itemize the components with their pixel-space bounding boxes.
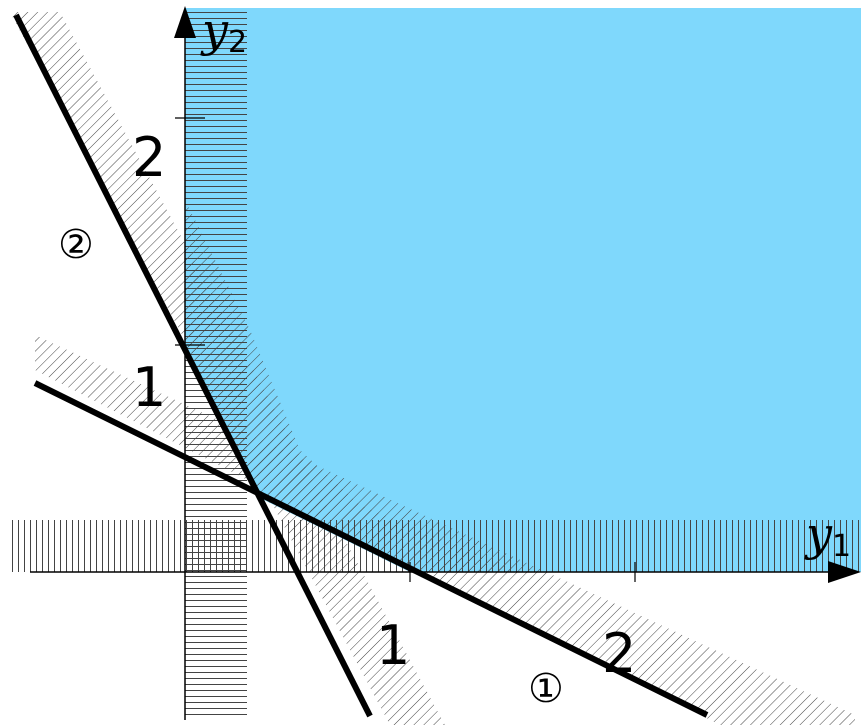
y-tick-label-1: 1 [132, 356, 166, 419]
y1-axis-arrow-icon [828, 561, 861, 583]
y1-axis-label: y1 [804, 507, 851, 564]
feasible-region [185, 8, 861, 572]
y1-axis-label-sub: 1 [832, 529, 851, 564]
y2-axis-arrow-icon [174, 6, 196, 38]
y1-axis-label-var: y [804, 507, 833, 561]
line-label-2: ② [58, 222, 94, 268]
constraint-line-1 [33, 380, 709, 718]
y2-axis-label-var: y [200, 3, 229, 57]
y1-axis-strip [10, 520, 861, 572]
hatch-corner [185, 200, 520, 572]
y-tick-label-2: 2 [132, 126, 166, 189]
line-label-1: ① [528, 666, 564, 712]
x-tick-label-1: 1 [376, 614, 410, 677]
x-tick-label-2: 2 [602, 622, 636, 685]
y2-axis-label-sub: 2 [228, 25, 247, 60]
y2-axis-label: y2 [200, 3, 247, 60]
constraint-line-2 [13, 13, 373, 718]
